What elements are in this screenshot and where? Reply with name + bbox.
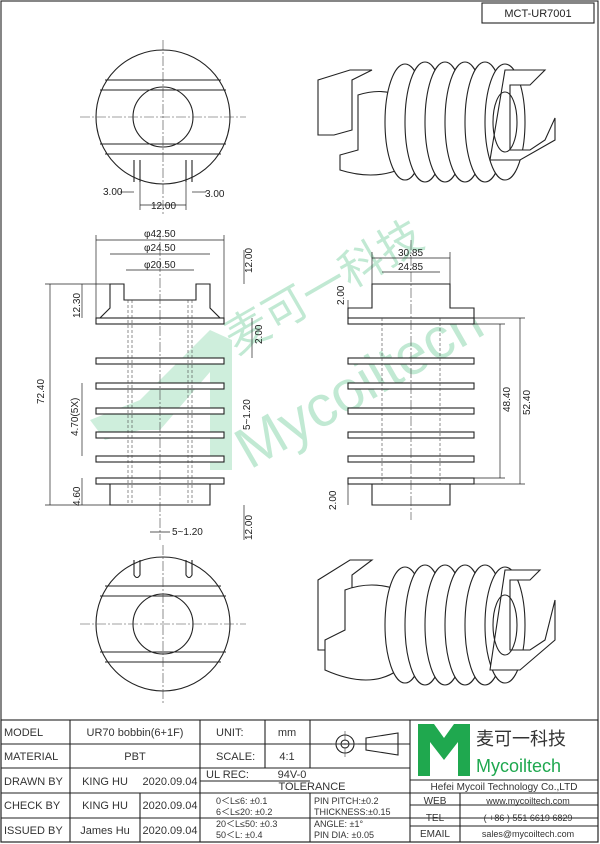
issued-date: 2020.09.04 xyxy=(142,825,197,837)
dim-inner-width: 24.85 xyxy=(398,262,423,273)
bottom-view xyxy=(80,545,246,705)
drawn-name: KING HU xyxy=(82,776,128,788)
dim-d-outer: φ42.50 xyxy=(144,229,176,240)
iso-view-bottom xyxy=(317,559,556,686)
material-value: PBT xyxy=(124,751,146,763)
tol-1: 0＜L≤6: ±0.1 xyxy=(216,796,267,806)
dim-top-right: 12.00 xyxy=(244,248,255,273)
unit-label: UNIT: xyxy=(216,727,244,739)
issued-name: James Hu xyxy=(80,825,130,837)
dim-top-gap: 2.00 xyxy=(336,285,347,305)
web-value: www.mycoiltech.com xyxy=(485,796,570,806)
dim-slot-right: 3.00 xyxy=(205,189,225,200)
dim-bottom-flange: 4.60 xyxy=(72,486,83,506)
company-name: Hefei Mycoil Technology Co.,LTD xyxy=(431,782,578,793)
tolerance-label: TOLERANCE xyxy=(278,781,345,793)
tol-3: 20＜L≤50: ±0.3 xyxy=(216,819,277,829)
title-block: MODEL UR70 bobbin(6+1F) UNIT: mm MATERIA… xyxy=(0,719,599,843)
unit-value: mm xyxy=(278,727,296,739)
iso-view-top xyxy=(317,61,556,183)
dim-bottom-slot: 5~1.20 xyxy=(172,527,203,538)
ul-label: UL REC: xyxy=(206,769,249,781)
tel-value: ( +86 ) 551 6619 6829 xyxy=(484,813,573,823)
dim-bottom-pin: 12.00 xyxy=(244,515,255,540)
dim-slot-gap: 12.00 xyxy=(151,201,176,212)
drawing-code-box: MCT-UR7001 xyxy=(481,2,595,24)
projection-symbol xyxy=(332,731,399,757)
dim-inner-height: 48.40 xyxy=(502,387,513,412)
check-date: 2020.09.04 xyxy=(142,800,197,812)
ul-value: 94V-0 xyxy=(278,769,307,781)
logo-en: Mycoiltech xyxy=(476,756,561,776)
dim-outer-width: 30.85 xyxy=(398,248,423,259)
email-value: sales@mycoiltech.com xyxy=(482,829,574,839)
tol-6: THICKNESS:±0.15 xyxy=(314,807,390,817)
side-view: 30.85 24.85 2.00 2.00 48.40 52.40 xyxy=(328,240,533,520)
front-view: φ42.50 φ24.50 φ20.50 72.40 12.30 4.70(5X… xyxy=(36,229,265,540)
dim-bottom-gap: 2.00 xyxy=(328,490,339,510)
material-label: MATERIAL xyxy=(4,751,58,763)
drawing-code: MCT-UR7001 xyxy=(504,8,571,20)
dim-slot-left: 3.00 xyxy=(103,187,123,198)
dim-d-inner: φ20.50 xyxy=(144,260,176,271)
dim-pitch: 4.70(5X) xyxy=(70,398,81,436)
company-logo xyxy=(418,724,470,776)
tol-5: PIN PITCH:±0.2 xyxy=(314,796,378,806)
dim-pin-gap: 2.00 xyxy=(254,324,265,344)
watermark-logo-shape xyxy=(90,330,232,470)
logo-cn: 麦可一科技 xyxy=(476,729,566,749)
scale-value: 4:1 xyxy=(279,751,294,763)
scale-label: SCALE: xyxy=(216,751,255,763)
drawn-date: 2020.09.04 xyxy=(142,776,197,788)
email-label: EMAIL xyxy=(420,829,450,840)
dim-top-flange: 12.30 xyxy=(72,293,83,318)
dim-total-height: 72.40 xyxy=(36,379,47,404)
dim-outer-height: 52.40 xyxy=(522,390,533,415)
drawn-label: DRAWN BY xyxy=(4,776,64,788)
dim-d-mid: φ24.50 xyxy=(144,243,176,254)
check-name: KING HU xyxy=(82,800,128,812)
top-view: 3.00 3.00 12.00 xyxy=(80,40,246,215)
web-label: WEB xyxy=(424,796,447,807)
tol-8: PIN DIA: ±0.05 xyxy=(314,830,374,840)
dim-slot-width: 5~1.20 xyxy=(242,399,253,430)
tol-2: 6＜L≤20: ±0.2 xyxy=(216,807,272,817)
tol-4: 50＜L: ±0.4 xyxy=(216,830,262,840)
issued-label: ISSUED BY xyxy=(4,825,63,837)
check-label: CHECK BY xyxy=(4,800,61,812)
tel-label: TEL xyxy=(426,813,445,824)
model-value: UR70 bobbin(6+1F) xyxy=(87,727,184,739)
tol-7: ANGLE: ±1° xyxy=(314,819,363,829)
model-label: MODEL xyxy=(4,727,43,739)
